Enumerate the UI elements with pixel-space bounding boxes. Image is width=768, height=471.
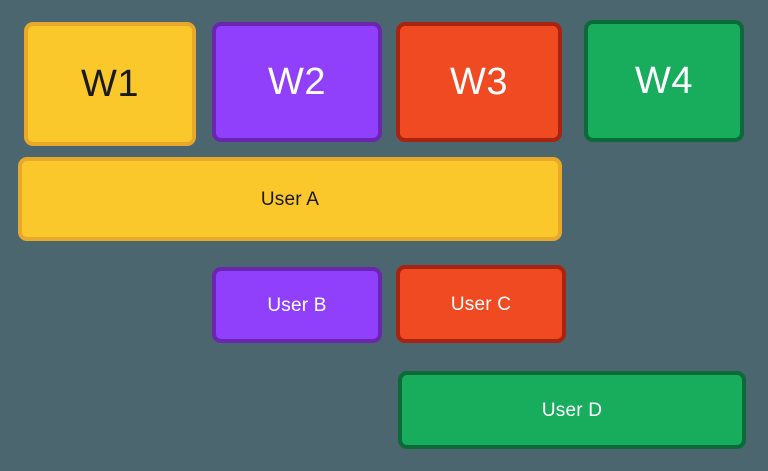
block-label-w4: W4: [635, 60, 693, 102]
block-user-a[interactable]: User A: [18, 157, 562, 241]
block-label-w1: W1: [81, 63, 139, 105]
block-w2[interactable]: W2: [212, 22, 382, 142]
block-label-user-a: User A: [260, 188, 320, 210]
block-label-user-d: User D: [541, 399, 603, 421]
block-user-c[interactable]: User C: [396, 265, 566, 343]
block-user-b[interactable]: User B: [212, 267, 382, 343]
block-label-w2: W2: [268, 61, 326, 103]
block-w1[interactable]: W1: [24, 22, 196, 146]
block-label-w3: W3: [450, 61, 508, 103]
block-label-user-b: User B: [267, 294, 327, 316]
block-w4[interactable]: W4: [584, 20, 744, 142]
block-w3[interactable]: W3: [396, 22, 562, 142]
block-label-user-c: User C: [450, 293, 512, 315]
block-user-d[interactable]: User D: [398, 371, 746, 449]
